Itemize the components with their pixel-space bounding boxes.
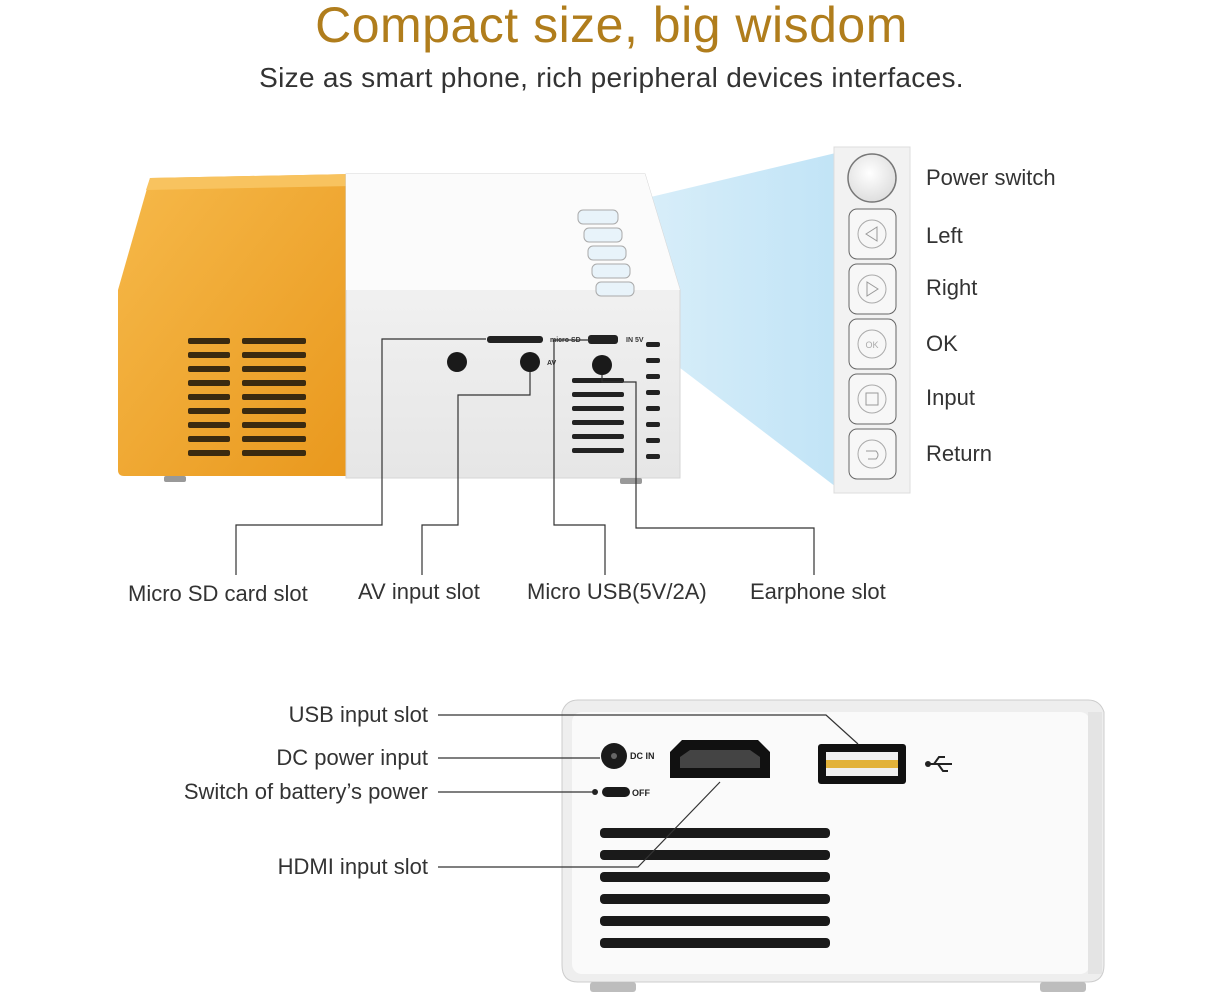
- page-title: Compact size, big wisdom: [315, 0, 908, 53]
- bottom-projector-body: [561, 699, 1105, 992]
- page-subtitle: Size as smart phone, rich peripheral dev…: [259, 62, 964, 93]
- ok-button-icon: [848, 318, 897, 370]
- ok-label: OK: [926, 331, 958, 356]
- in5v-marking: IN 5V: [626, 337, 644, 344]
- micro-usb-label: Micro USB(5V/2A): [527, 579, 707, 604]
- rear-vents: [572, 342, 660, 459]
- power-button-icon: [847, 153, 897, 203]
- return-button-icon: [848, 428, 897, 480]
- earphone-port: [592, 355, 612, 375]
- ok-glyph: OK: [865, 340, 878, 350]
- input-button-icon: [848, 373, 897, 425]
- micro-sd-marking: micro SD: [550, 337, 581, 344]
- earphone-label: Earphone slot: [750, 579, 886, 604]
- input-label: Input: [926, 385, 975, 410]
- control-panel: [833, 146, 911, 494]
- av-port: [520, 352, 540, 372]
- micro-usb-port: [588, 335, 618, 344]
- bottom-vents: [600, 828, 830, 948]
- av-marking: AV: [547, 360, 557, 367]
- dc-power-label: DC power input: [276, 745, 428, 770]
- leader-lines-top: [235, 338, 815, 575]
- left-button-icon: [848, 208, 897, 260]
- battery-switch-label: Switch of battery’s power: [183, 779, 428, 804]
- power-switch-label: Power switch: [926, 165, 1056, 190]
- micro-sd-label: Micro SD card slot: [128, 581, 308, 606]
- micro-sd-port: [487, 336, 543, 343]
- right-label: Right: [926, 275, 978, 300]
- leader-lines-bottom: [438, 714, 859, 868]
- usb-symbol-icon: [928, 756, 952, 772]
- dc-in-marking: DC IN: [630, 751, 655, 761]
- av-label: AV input slot: [358, 579, 480, 604]
- usb-slot-label: USB input slot: [288, 702, 428, 727]
- return-label: Return: [926, 441, 993, 466]
- right-button-icon: [848, 263, 897, 315]
- left-label: Left: [926, 223, 963, 248]
- top-projector-body: [118, 173, 681, 484]
- hole-icon: [447, 352, 467, 372]
- battery-switch-icon: [602, 787, 630, 797]
- hdmi-slot-label: HDMI input slot: [277, 854, 428, 879]
- top-panel-buttons: [577, 209, 635, 297]
- side-vents: [188, 338, 306, 456]
- off-marking: OFF: [632, 788, 650, 798]
